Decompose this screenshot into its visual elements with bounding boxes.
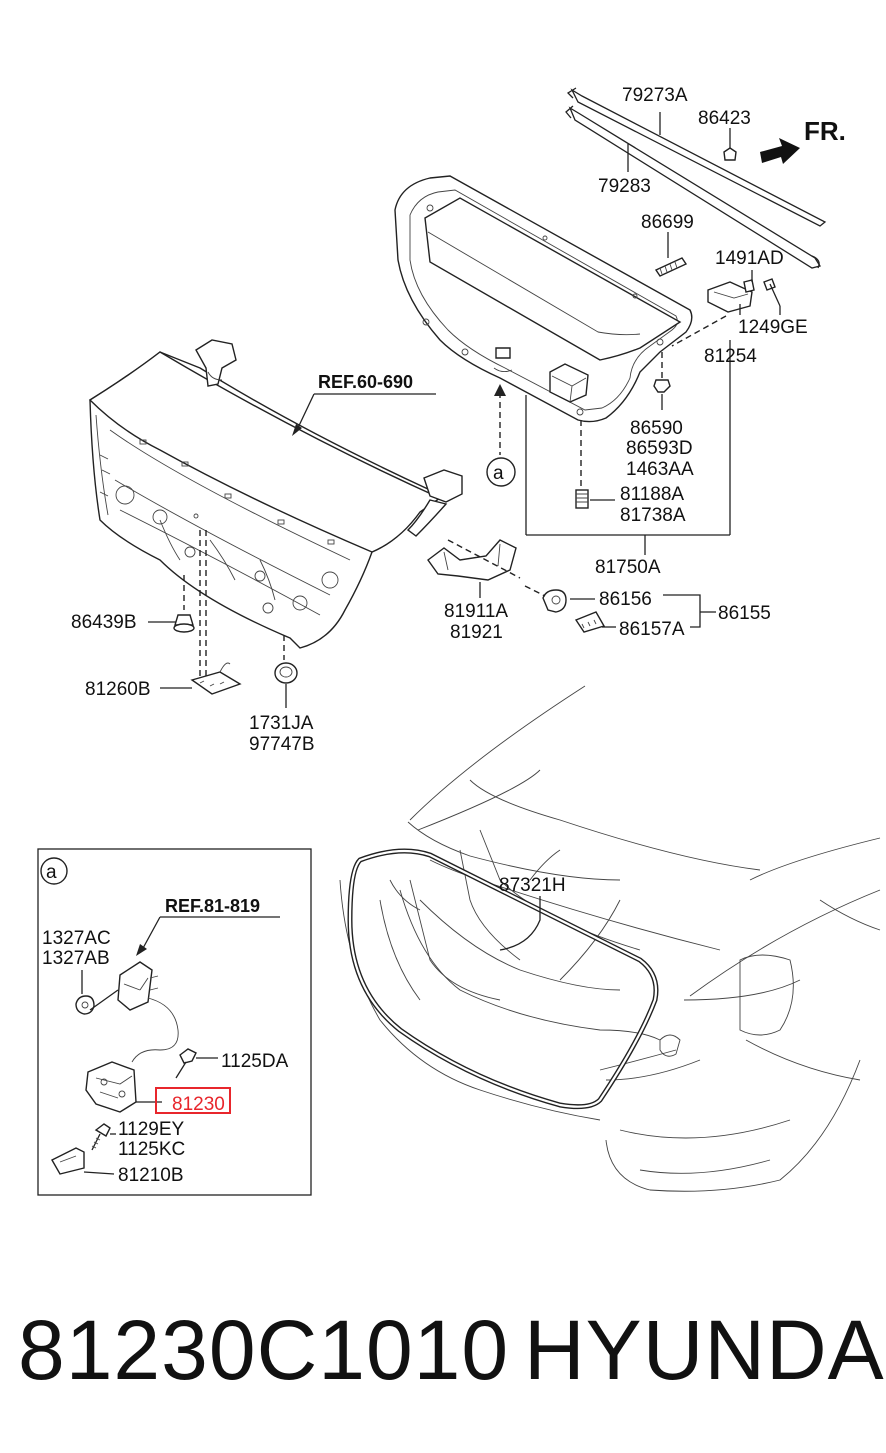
- cap-1731JA: [274, 635, 298, 708]
- label-81921: 81921: [450, 622, 503, 643]
- fasteners-86155: [524, 585, 716, 633]
- direction-label: FR.: [804, 116, 846, 146]
- label-79283: 79283: [598, 176, 651, 197]
- highlight-box: [155, 1087, 231, 1114]
- bracket-81911A: [427, 539, 521, 598]
- label-1125DA: 1125DA: [221, 1051, 289, 1072]
- callout-a-label: a: [493, 463, 504, 484]
- label-1327AC: 1327AC: [42, 928, 111, 949]
- footer: 81230C1010 HYUNDAI: [0, 1290, 886, 1410]
- nut-86590: [653, 352, 671, 410]
- label-86423: 86423: [698, 108, 751, 129]
- label-97747B: 97747B: [249, 734, 315, 755]
- label-81210B: 81210B: [118, 1165, 184, 1186]
- switch-81260B: [160, 530, 242, 695]
- label-79273A: 79273A: [622, 85, 688, 106]
- ref-lock: REF.81-819: [165, 896, 260, 916]
- grommet-86439B: [148, 575, 195, 633]
- label-81188A: 81188A: [620, 484, 684, 505]
- label-81230: 81230: [172, 1094, 225, 1115]
- front-direction-arrow: FR.: [760, 116, 846, 164]
- label-1731JA: 1731JA: [249, 713, 314, 734]
- label-86439B: 86439B: [71, 612, 137, 633]
- label-81750A: 81750A: [595, 557, 661, 578]
- label-1125KC: 1125KC: [118, 1139, 185, 1160]
- label-1249GE: 1249GE: [738, 317, 808, 338]
- trunk-lid-trim-panel: [394, 175, 693, 423]
- label-81911A: 81911A: [444, 601, 508, 622]
- label-81254: 81254: [704, 346, 757, 367]
- label-86699: 86699: [641, 212, 694, 233]
- label-1327AB: 1327AB: [42, 948, 110, 969]
- part-labels: 79273A 86423 79283 86699 1491AD 1249GE 8…: [42, 85, 808, 1186]
- bumper-81188A: [575, 420, 615, 509]
- detail-box-a: a REF.81-819: [37, 848, 312, 1196]
- label-86157A: 86157A: [619, 619, 685, 640]
- label-86590: 86590: [630, 418, 683, 439]
- detail-callout-label: a: [46, 862, 57, 883]
- label-1463AA: 1463AA: [626, 459, 694, 480]
- label-81260B: 81260B: [85, 679, 151, 700]
- label-86593D: 86593D: [626, 438, 693, 459]
- label-1491AD: 1491AD: [715, 248, 784, 269]
- label-86156: 86156: [599, 589, 652, 610]
- label-87321H: 87321H: [499, 875, 566, 896]
- label-1129EY: 1129EY: [118, 1119, 185, 1140]
- bolt-86699: [654, 232, 688, 277]
- footer-brand: HYUNDAI: [524, 1303, 886, 1397]
- ref-trunk-lid: REF.60-690: [318, 372, 413, 392]
- trunk-lid: REF.60-690: [88, 339, 463, 649]
- weatherstrip-87321H: [347, 848, 659, 1110]
- trunk-lamp-81254: [525, 270, 781, 555]
- car-rear-body: [339, 685, 881, 1192]
- footer-part-number: 81230C1010: [18, 1303, 510, 1397]
- callout-a-upper: a: [486, 384, 516, 487]
- label-86155: 86155: [718, 603, 771, 624]
- torsion-bars: [565, 87, 827, 269]
- label-81738A: 81738A: [620, 505, 686, 526]
